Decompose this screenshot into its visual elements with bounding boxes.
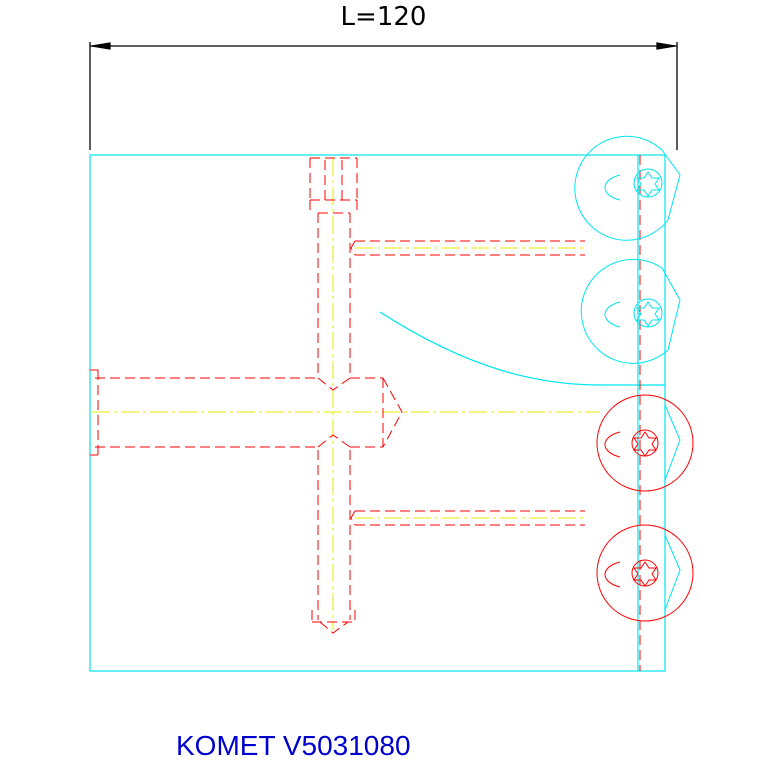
- part-number-caption: KOMET V5031080: [176, 730, 411, 761]
- insert-top-1: [574, 135, 681, 241]
- dimension-label: L=120: [340, 2, 427, 32]
- centerlines: [92, 158, 600, 630]
- insert-top-2: [580, 258, 681, 364]
- hidden-channels: [90, 155, 641, 671]
- dimension-line: [89, 42, 678, 150]
- body-outline: [89, 154, 666, 672]
- insert-bottom-2: [596, 524, 694, 622]
- insert-bottom-1: [596, 394, 694, 492]
